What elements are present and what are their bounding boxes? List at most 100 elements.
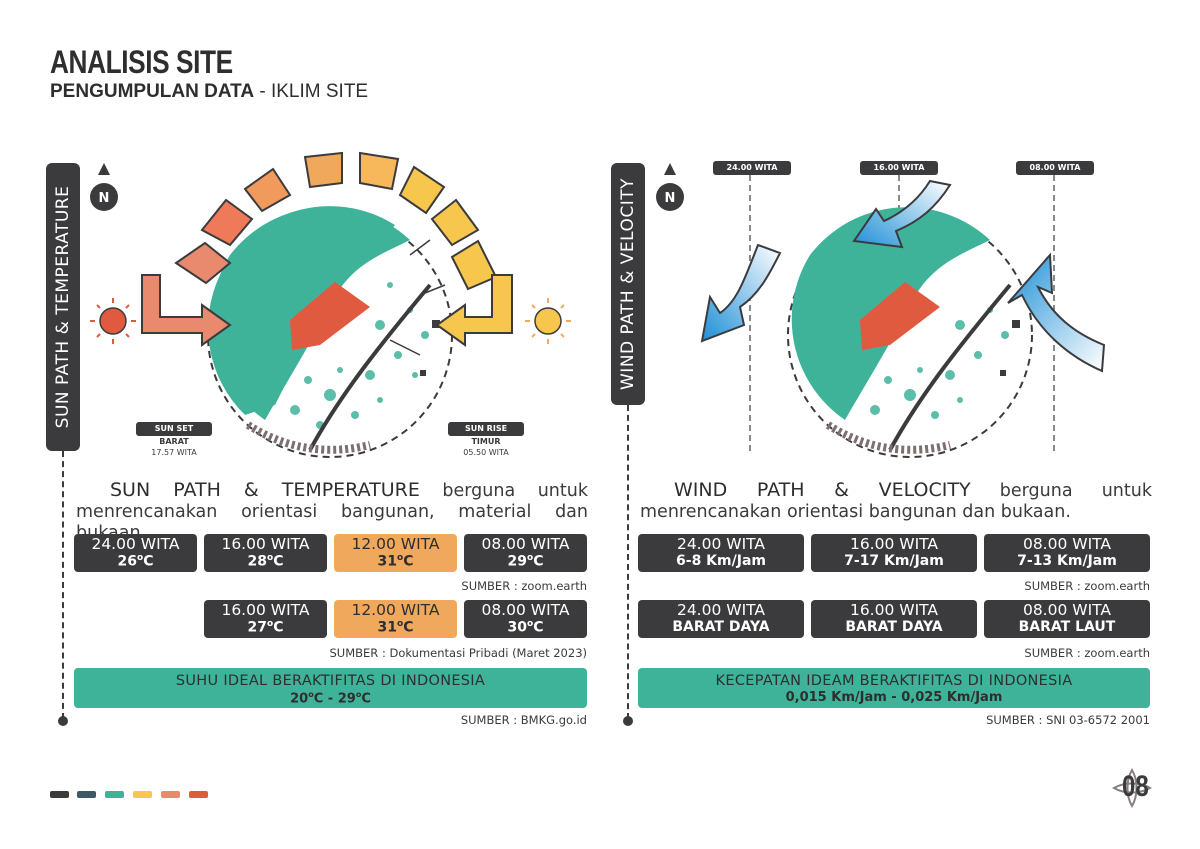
sunrise-time: 05.50 WITA: [463, 448, 509, 457]
wind-speed-value: 7-17 Km/Jam: [844, 552, 944, 569]
wind-direction-value: BARAT DAYA: [672, 618, 770, 635]
palette-swatch: [161, 791, 180, 798]
wind-speed-box: 24.00 WITA 6-8 Km/Jam: [638, 534, 804, 572]
wind-paragraph-rest: berguna untuk menrencanakan orientasi ba…: [640, 481, 1152, 522]
compass-icon: N: [656, 163, 684, 211]
sun-temp-box: 16.00 WITA 27oC: [204, 600, 327, 638]
sun-section-tab-label: SUN PATH & TEMPERATURE: [53, 185, 73, 429]
sun-temp-time: 12.00 WITA: [351, 535, 440, 553]
wind-direction-value: BARAT DAYA: [845, 618, 943, 635]
wind-speed-time: 16.00 WITA: [849, 535, 939, 553]
sun-temp-value: 31oC: [377, 618, 414, 636]
sunset-sun-icon: [90, 298, 136, 344]
sun-temp-box-peak: 12.00 WITA 31oC: [334, 600, 457, 638]
subtitle-rest: - IKLIM SITE: [254, 81, 369, 102]
wind-path-diagram: N: [656, 163, 1106, 458]
sun-row1-source: SUMBER : zoom.earth: [461, 579, 587, 593]
sun-temp-box: 24.00 WITA 26oC: [74, 534, 197, 572]
wind-arrow-icon: [852, 179, 952, 249]
sun-temp-box: 16.00 WITA 28oC: [204, 534, 327, 572]
wind-speed-value: 6-8 Km/Jam: [676, 552, 766, 569]
wind-section-tab-label: WIND PATH & VELOCITY: [618, 177, 638, 391]
subtitle-bold: PENGUMPULAN DATA: [50, 81, 255, 102]
page-number: 08: [1122, 770, 1149, 803]
sun-temp-box: 08.00 WITA 29oC: [464, 534, 587, 572]
wind-speed-box: 08.00 WITA 7-13 Km/Jam: [984, 534, 1150, 572]
sun-path-diagram: N: [90, 151, 571, 458]
compass-icon: N: [90, 163, 118, 211]
sun-temp-value: 29oC: [507, 552, 544, 570]
wind-speed-time: 08.00 WITA: [1022, 535, 1112, 553]
sun-temp-value: 26oC: [117, 552, 154, 570]
palette-swatch: [50, 791, 69, 798]
sun-row2-source: SUMBER : Dokumentasi Pribadi (Maret 2023…: [329, 646, 588, 660]
wind-ideal-title: KECEPATAN IDEAM BERAKTIFITAS DI INDONESI…: [715, 673, 1073, 689]
sun-temp-time: 08.00 WITA: [481, 601, 570, 619]
wind-time-label: 08.00 WITA: [1016, 161, 1094, 175]
wind-direction-time: 16.00 WITA: [849, 601, 939, 619]
sun-temp-value: 28oC: [247, 552, 284, 570]
wind-time-label: 16.00 WITA: [860, 161, 938, 175]
sun-ideal-range: 20oC - 29oC: [290, 690, 371, 707]
sunset-label: SUN SET: [136, 422, 212, 436]
site-map-icon: [787, 207, 1033, 458]
sun-temp-box: 08.00 WITA 30oC: [464, 600, 587, 638]
site-map-icon: [207, 206, 453, 458]
sun-paragraph-strong: SUN PATH & TEMPERATURE: [110, 479, 420, 501]
palette-swatch: [133, 791, 152, 798]
sunrise-sun-icon: [525, 298, 571, 344]
wind-section-tab: WIND PATH & VELOCITY: [611, 163, 645, 405]
sun-paragraph: SUN PATH & TEMPERATURE berguna untuk men…: [76, 480, 588, 544]
wind-time-label: 24.00 WITA: [713, 161, 791, 175]
page-logo-icon: [1112, 768, 1152, 808]
wind-row2-source: SUMBER : zoom.earth: [1024, 646, 1150, 660]
wind-speed-time: 24.00 WITA: [676, 535, 766, 553]
wind-direction-box: 24.00 WITA BARAT DAYA: [638, 600, 804, 638]
wind-ideal-source: SUMBER : SNI 03-6572 2001: [986, 713, 1150, 727]
sunset-direction: BARAT: [159, 437, 189, 446]
sun-temp-box-peak: 12.00 WITA 31oC: [334, 534, 457, 572]
sun-temp-time: 24.00 WITA: [91, 535, 180, 553]
sunrise-arrow-icon: [435, 274, 513, 347]
sun-ideal-title: SUHU IDEAL BERAKTIFITAS DI INDONESIA: [175, 673, 486, 689]
sun-temp-time: 16.00 WITA: [221, 601, 310, 619]
wind-arrow-icon: [700, 243, 782, 343]
sun-timeline-dot: [58, 716, 68, 726]
sun-temp-time: 12.00 WITA: [351, 601, 440, 619]
sun-timeline: [62, 451, 64, 719]
wind-ideal-box: KECEPATAN IDEAM BERAKTIFITAS DI INDONESI…: [638, 668, 1150, 708]
wind-paragraph: WIND PATH & VELOCITY berguna untuk menre…: [640, 480, 1152, 523]
sun-arc-segments: [174, 151, 498, 291]
palette-swatch: [77, 791, 96, 798]
sun-ideal-source: SUMBER : BMKG.go.id: [460, 713, 587, 727]
page-title: ANALISIS SITE: [50, 44, 233, 80]
sun-temp-value: 27oC: [247, 618, 284, 636]
sunrise-label: SUN RISE: [448, 422, 524, 436]
sunset-time: 17.57 WITA: [151, 448, 197, 457]
wind-timeline: [627, 405, 629, 719]
wind-arrow-icon: [1007, 252, 1106, 373]
wind-ideal-range: 0,015 Km/Jam - 0,025 Km/Jam: [785, 690, 1003, 705]
sun-temp-time: 16.00 WITA: [221, 535, 310, 553]
sun-temp-value: 30oC: [507, 618, 544, 636]
wind-speed-value: 7-13 Km/Jam: [1017, 552, 1117, 569]
sun-temp-value: 31oC: [377, 552, 414, 570]
wind-direction-box: 08.00 WITA BARAT LAUT: [984, 600, 1150, 638]
page-subtitle: PENGUMPULAN DATA - IKLIM SITE: [50, 81, 368, 103]
wind-direction-time: 24.00 WITA: [676, 601, 766, 619]
sunrise-direction: TIMUR: [471, 437, 501, 446]
wind-speed-box: 16.00 WITA 7-17 Km/Jam: [811, 534, 977, 572]
compass-n: N: [99, 191, 110, 206]
sun-section-tab: SUN PATH & TEMPERATURE: [46, 163, 80, 451]
sunset-arrow-icon: [141, 274, 232, 347]
wind-direction-box: 16.00 WITA BARAT DAYA: [811, 600, 977, 638]
palette-swatch: [189, 791, 208, 798]
sun-temp-time: 08.00 WITA: [481, 535, 570, 553]
wind-timeline-dot: [623, 716, 633, 726]
wind-direction-time: 08.00 WITA: [1022, 601, 1112, 619]
wind-row1-source: SUMBER : zoom.earth: [1024, 579, 1150, 593]
sun-ideal-box: SUHU IDEAL BERAKTIFITAS DI INDONESIA 20o…: [74, 668, 587, 708]
wind-direction-value: BARAT LAUT: [1018, 618, 1116, 635]
compass-n: N: [665, 191, 676, 206]
wind-paragraph-strong: WIND PATH & VELOCITY: [674, 479, 971, 501]
